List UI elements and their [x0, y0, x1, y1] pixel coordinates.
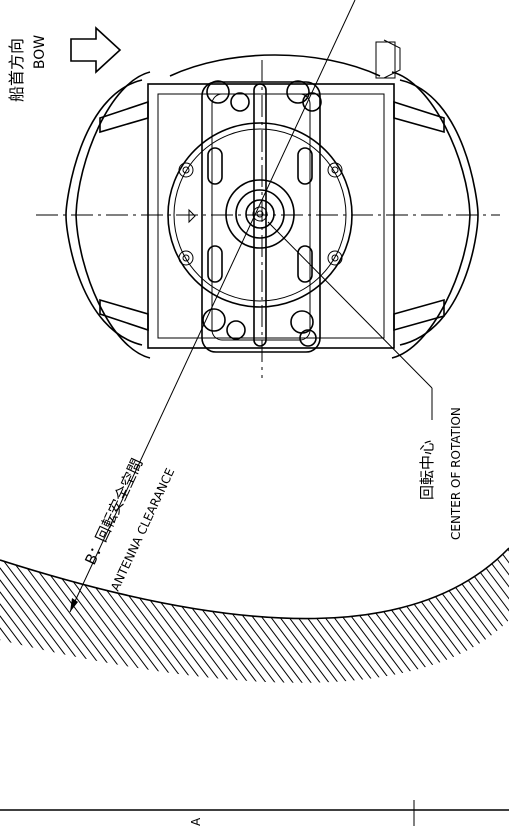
hatch-line: [347, 548, 469, 683]
bow-label-en: BOW: [32, 35, 48, 69]
hatch-line: [0, 548, 46, 683]
hatch-line: [122, 548, 244, 683]
hatch-line: [86, 548, 208, 683]
hatch-line: [437, 548, 509, 683]
hatch-line: [158, 548, 280, 683]
hatch-line: [212, 548, 334, 683]
hatch-line: [257, 548, 379, 683]
hatch-line: [0, 548, 118, 683]
hatch-line: [284, 548, 406, 683]
center-label-en: CENTER OF ROTATION: [449, 407, 463, 540]
hatch-line: [50, 548, 172, 683]
hatch-line: [329, 548, 451, 683]
hatch-line: [221, 548, 343, 683]
hatch-line: [239, 548, 361, 683]
hatch-line: [500, 548, 509, 683]
hatch-line: [14, 548, 136, 683]
hatch-line: [482, 548, 509, 683]
hatch-line: [194, 548, 316, 683]
hatch-line: [140, 548, 262, 683]
hatch-line: [338, 548, 460, 683]
hatch-line: [5, 548, 127, 683]
clearance-leader: [69, 0, 356, 613]
hatch-line: [248, 548, 370, 683]
hatch-line: [374, 548, 496, 683]
center-lines: [36, 60, 500, 378]
hatch-line: [419, 548, 509, 683]
hatch-line: [167, 548, 289, 683]
clearance-arc: [0, 547, 509, 683]
center-label-jp: 回転中心: [418, 440, 436, 500]
hatch-line: [311, 548, 433, 683]
antenna-body: [65, 39, 479, 359]
hatch-line: [320, 548, 442, 683]
bow-label-jp: 船首方向: [7, 38, 26, 102]
hatch-line: [356, 548, 478, 683]
dimension-mark: A: [189, 817, 203, 826]
hatch-line: [365, 548, 487, 683]
hatch-line: [383, 548, 505, 683]
hatch-line: [428, 548, 509, 683]
hatch-line: [149, 548, 271, 683]
hatch-line: [185, 548, 307, 683]
turntable: [167, 80, 353, 353]
center-leader: [267, 221, 433, 420]
hatch-line: [473, 548, 509, 683]
hatch-line: [293, 548, 415, 683]
hatch-line: [266, 548, 388, 683]
hatch-line: [131, 548, 253, 683]
hatch-line: [0, 548, 10, 683]
hatch-line: [41, 548, 163, 683]
hatch-line: [0, 548, 55, 683]
hatch-line: [176, 548, 298, 683]
hatch-line: [95, 548, 217, 683]
hatch-line: [230, 548, 352, 683]
hatch-line: [203, 548, 325, 683]
side-brackets: [99, 100, 445, 332]
hatch-line: [0, 548, 64, 683]
dimension-line: [0, 800, 509, 826]
bow-arrow: [70, 26, 122, 74]
hatch-line: [401, 548, 509, 683]
hatch-line: [275, 548, 397, 683]
hatch-line: [302, 548, 424, 683]
hatch-line: [446, 548, 509, 683]
